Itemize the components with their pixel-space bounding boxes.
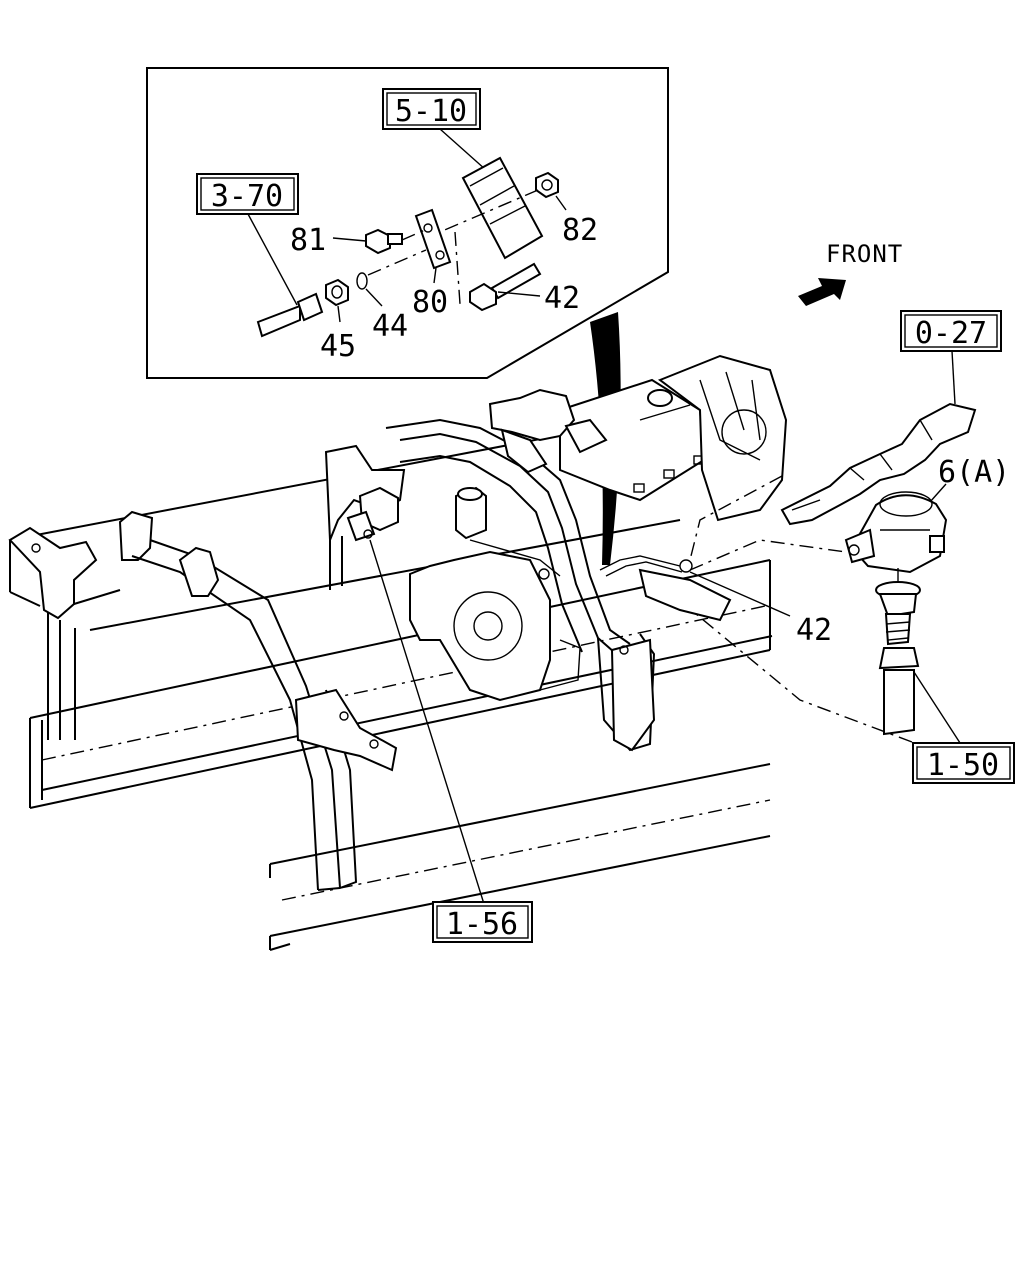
callout-label-pipe-left: 3-70 xyxy=(211,179,283,214)
callout-box-pipe-left[interactable]: 3-70 xyxy=(196,173,299,215)
inset-detail: 5-10 3-70 xyxy=(146,67,669,379)
pipe-inset-icon xyxy=(469,262,542,312)
label-bracket: 80 xyxy=(412,285,448,320)
callout-box-tailpipe[interactable]: 1-50 xyxy=(912,742,1015,784)
label-washer: 44 xyxy=(372,309,408,344)
label-pipe-inset: 42 xyxy=(544,281,580,316)
callout-label-frame-pipe: 1-56 xyxy=(446,907,518,942)
tailpipe-assembly xyxy=(875,581,921,736)
callout-label-tailpipe: 1-50 xyxy=(927,748,999,783)
front-indicator: FRONT xyxy=(798,240,903,306)
bracket-plate xyxy=(454,156,544,305)
bolt-icon xyxy=(365,228,403,255)
front-arrow-icon xyxy=(798,278,846,306)
front-label: FRONT xyxy=(826,240,903,268)
callout-box-frame-pipe[interactable]: 1-56 xyxy=(432,901,533,943)
washer-icon xyxy=(356,272,368,290)
callout-label-manifold: 0-27 xyxy=(915,316,987,351)
bracket-80-icon xyxy=(414,208,452,270)
label-pipe-main: 42 xyxy=(796,613,832,648)
nut-pipe-icon xyxy=(325,278,349,307)
callout-label-bracket: 5-10 xyxy=(395,94,467,129)
label-nut-pipe: 45 xyxy=(320,329,356,364)
label-bolt: 81 xyxy=(290,223,326,258)
exhaust-manifold xyxy=(780,402,977,526)
callout-box-manifold[interactable]: 0-27 xyxy=(900,310,1002,352)
label-valve-assembly: 6(A) xyxy=(938,455,1010,490)
nut-top-icon xyxy=(535,171,559,199)
pipe-left-icon xyxy=(256,292,324,338)
callout-box-bracket[interactable]: 5-10 xyxy=(382,88,481,130)
engine-block xyxy=(346,354,847,702)
label-nut-top: 82 xyxy=(562,213,598,248)
valve-assembly xyxy=(844,491,948,574)
